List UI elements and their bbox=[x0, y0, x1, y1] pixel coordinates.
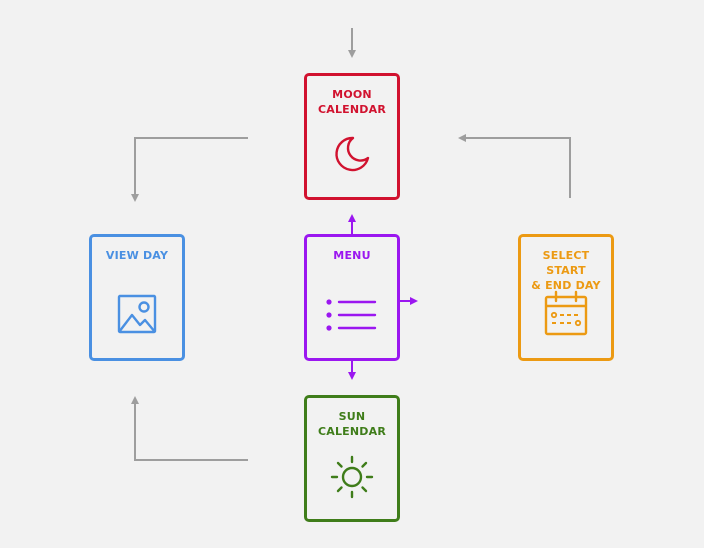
connector-moon-to-view bbox=[131, 137, 248, 202]
moon-calendar-card[interactable]: MOON CALENDAR bbox=[304, 73, 400, 200]
sun-icon bbox=[330, 455, 374, 499]
connector-select-to-moon bbox=[458, 134, 571, 198]
view-day-label-line1: VIEW DAY bbox=[105, 249, 169, 262]
sun-calendar-label-line1: SUN bbox=[338, 410, 366, 423]
calendar-icon bbox=[544, 290, 588, 336]
menu-card[interactable]: MENU bbox=[304, 234, 400, 361]
select-label-line2: & END DAY bbox=[531, 279, 601, 292]
list-icon bbox=[326, 299, 377, 331]
select-start-end-day-card[interactable]: SELECT START & END DAY bbox=[518, 234, 614, 361]
select-start-end-day-label: SELECT START & END DAY bbox=[521, 248, 611, 293]
view-day-label: VIEW DAY bbox=[92, 248, 182, 263]
moon-calendar-label-line2: CALENDAR bbox=[317, 103, 387, 116]
image-icon bbox=[117, 294, 157, 334]
sun-calendar-label-line2: CALENDAR bbox=[317, 425, 387, 438]
menu-label: MENU bbox=[307, 248, 397, 263]
select-label-line1: SELECT START bbox=[542, 249, 590, 277]
menu-label-line1: MENU bbox=[333, 249, 371, 262]
sun-calendar-card[interactable]: SUN CALENDAR bbox=[304, 395, 400, 522]
moon-icon bbox=[335, 136, 370, 172]
sun-calendar-label: SUN CALENDAR bbox=[307, 409, 397, 439]
connector-sun-to-view bbox=[131, 396, 248, 461]
moon-calendar-label-line1: MOON bbox=[332, 88, 372, 101]
view-day-card[interactable]: VIEW DAY bbox=[89, 234, 185, 361]
moon-calendar-label: MOON CALENDAR bbox=[307, 87, 397, 117]
